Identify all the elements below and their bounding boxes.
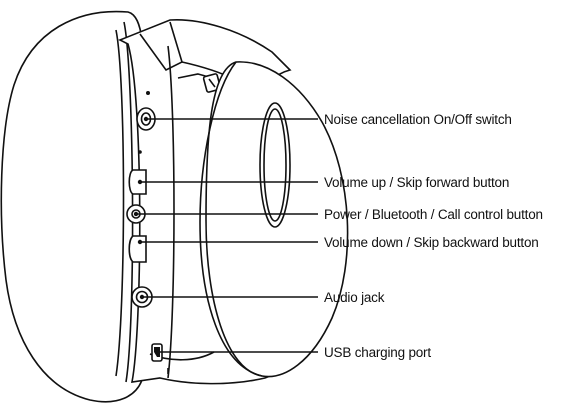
label-power: Power / Bluetooth / Call control button [324,207,543,222]
label-noise-cancellation: Noise cancellation On/Off switch [324,112,512,127]
label-usb-port: USB charging port [324,345,431,360]
label-volume-down: Volume down / Skip backward button [324,235,539,250]
callout-lines [133,116,318,355]
label-audio-jack: Audio jack [324,290,385,305]
earcup-face [199,61,349,378]
ear-cushion [0,10,152,403]
volume-down-button [128,235,147,263]
volume-up-button [128,150,147,195]
label-volume-up: Volume up / Skip forward button [324,175,509,190]
